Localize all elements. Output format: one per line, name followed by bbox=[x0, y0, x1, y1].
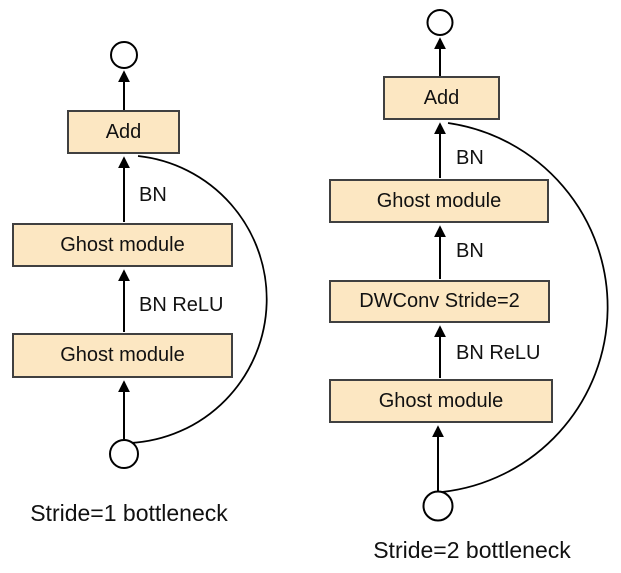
right-output-circle bbox=[426, 9, 454, 36]
right-input-circle bbox=[422, 490, 454, 522]
left-add-box: Add bbox=[67, 110, 180, 154]
left-ghost-module-upper-box: Ghost module bbox=[12, 223, 233, 267]
right-bn-relu-label: BN ReLU bbox=[456, 342, 541, 364]
left-bn-relu-label: BN ReLU bbox=[139, 294, 224, 316]
left-skip-connection-curve bbox=[129, 155, 268, 444]
right-skip-connection-curve bbox=[441, 122, 609, 493]
left-output-circle bbox=[110, 41, 138, 69]
left-bn-label: BN bbox=[139, 184, 167, 206]
right-dwconv-stride2-box: DWConv Stride=2 bbox=[329, 280, 550, 323]
right-bn-upper-label: BN bbox=[456, 147, 484, 169]
right-diagram-caption: Stride=2 bottleneck bbox=[373, 537, 571, 563]
left-ghost-module-lower-box: Ghost module bbox=[12, 333, 233, 378]
left-input-circle bbox=[109, 439, 139, 469]
left-diagram-caption: Stride=1 bottleneck bbox=[30, 500, 228, 526]
right-add-box: Add bbox=[383, 76, 500, 120]
right-ghost-module-upper-box: Ghost module bbox=[329, 179, 549, 223]
right-ghost-module-lower-box: Ghost module bbox=[329, 379, 553, 423]
right-bn-lower-label: BN bbox=[456, 240, 484, 262]
